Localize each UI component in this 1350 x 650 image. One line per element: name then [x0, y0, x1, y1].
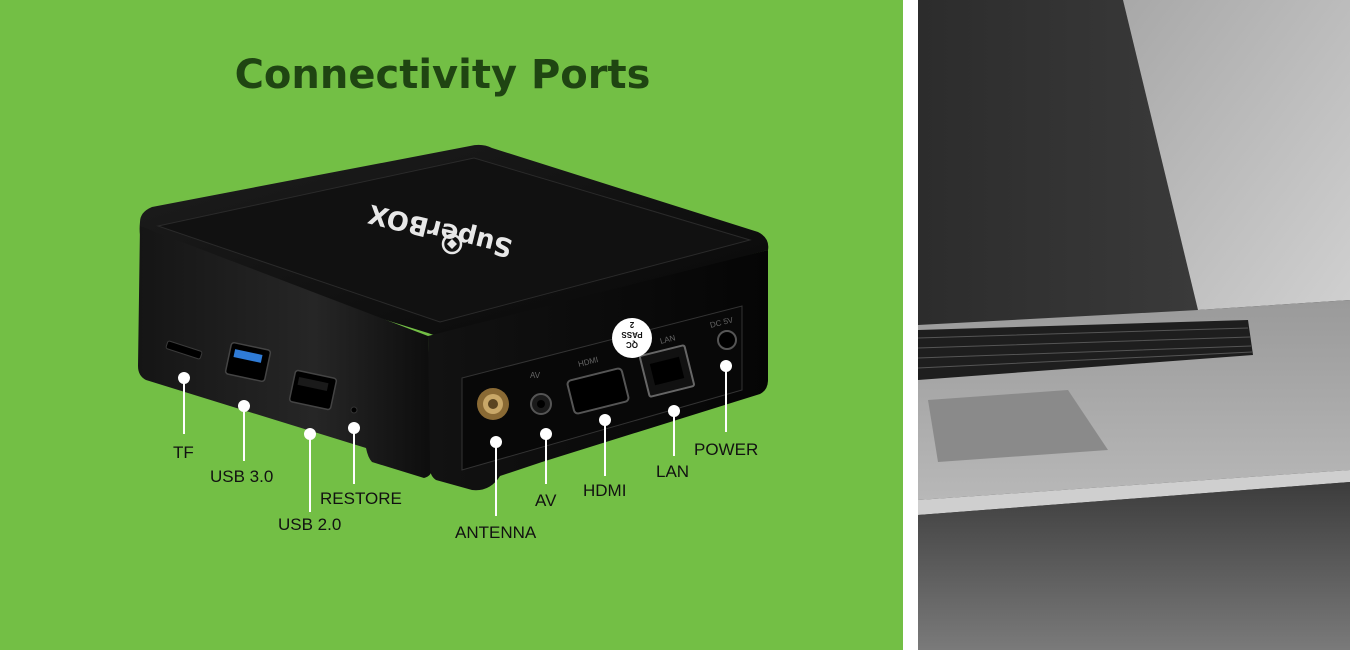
av-label: AV: [535, 491, 557, 510]
usb2-label: USB 2.0: [278, 515, 342, 534]
lan-label: LAN: [656, 462, 690, 481]
antenna-label: ANTENNA: [455, 523, 537, 542]
hdmi-port: [566, 367, 630, 415]
lan-marking: LAN: [659, 333, 676, 346]
laptop-front-edge: [918, 470, 1350, 515]
hdmi-label: HDMI: [583, 481, 627, 500]
restore-hole: [350, 406, 358, 414]
power-jack: [717, 330, 737, 350]
usb3-callout-dot: [238, 400, 250, 412]
usb3-tongue: [233, 349, 263, 363]
tf-callout-line: [183, 378, 185, 434]
svg-text:2: 2: [629, 320, 634, 329]
usb3-callout-line: [243, 406, 245, 461]
hdmi-callout-dot: [599, 414, 611, 426]
antenna-callout-line: [495, 442, 497, 516]
power-callout-dot: [720, 360, 732, 372]
usb2-callout-line: [309, 434, 311, 512]
tv-box-illustration: QC PASS 2 AV HDMI LAN DC 5V SuperBOX: [138, 144, 769, 491]
lan-callout-dot: [668, 405, 680, 417]
qc-badge: [612, 318, 652, 358]
usb3-label: USB 3.0: [210, 467, 274, 486]
restore-callout-line: [353, 428, 355, 484]
laptop-trackpad: [928, 390, 1108, 462]
av-marking: AV: [530, 371, 541, 380]
laptop-photo: [918, 0, 1350, 650]
tf-callout-dot: [178, 372, 190, 384]
power-label: POWER: [694, 440, 759, 459]
product-panel: Connectivity Ports: [0, 0, 903, 650]
lan-callout-line: [673, 414, 675, 456]
laptop-image: [918, 0, 1350, 650]
svg-text:QC: QC: [626, 340, 638, 349]
power-callout-line: [725, 366, 727, 432]
laptop-screen: [918, 0, 1198, 325]
hdmi-callout-line: [604, 420, 606, 476]
restore-label: RESTORE: [320, 489, 402, 508]
laptop-lid-edge: [1123, 0, 1350, 310]
restore-callout-dot: [348, 422, 360, 434]
device-left-face: [138, 226, 432, 478]
tf-slot: [165, 340, 203, 360]
tf-label: TF: [173, 443, 194, 462]
svg-text:PASS: PASS: [621, 330, 643, 339]
av-callout-dot: [540, 428, 552, 440]
antenna-callout-dot: [490, 436, 502, 448]
panel-divider: [903, 0, 918, 650]
usb2-callout-dot: [304, 428, 316, 440]
brand-emblem: [441, 233, 463, 255]
device-top-inset: [156, 157, 752, 323]
usb2-tongue: [297, 376, 329, 392]
av-callout-line: [545, 434, 547, 484]
page-title: Connectivity Ports: [234, 52, 651, 98]
table-surface: [918, 482, 1350, 650]
